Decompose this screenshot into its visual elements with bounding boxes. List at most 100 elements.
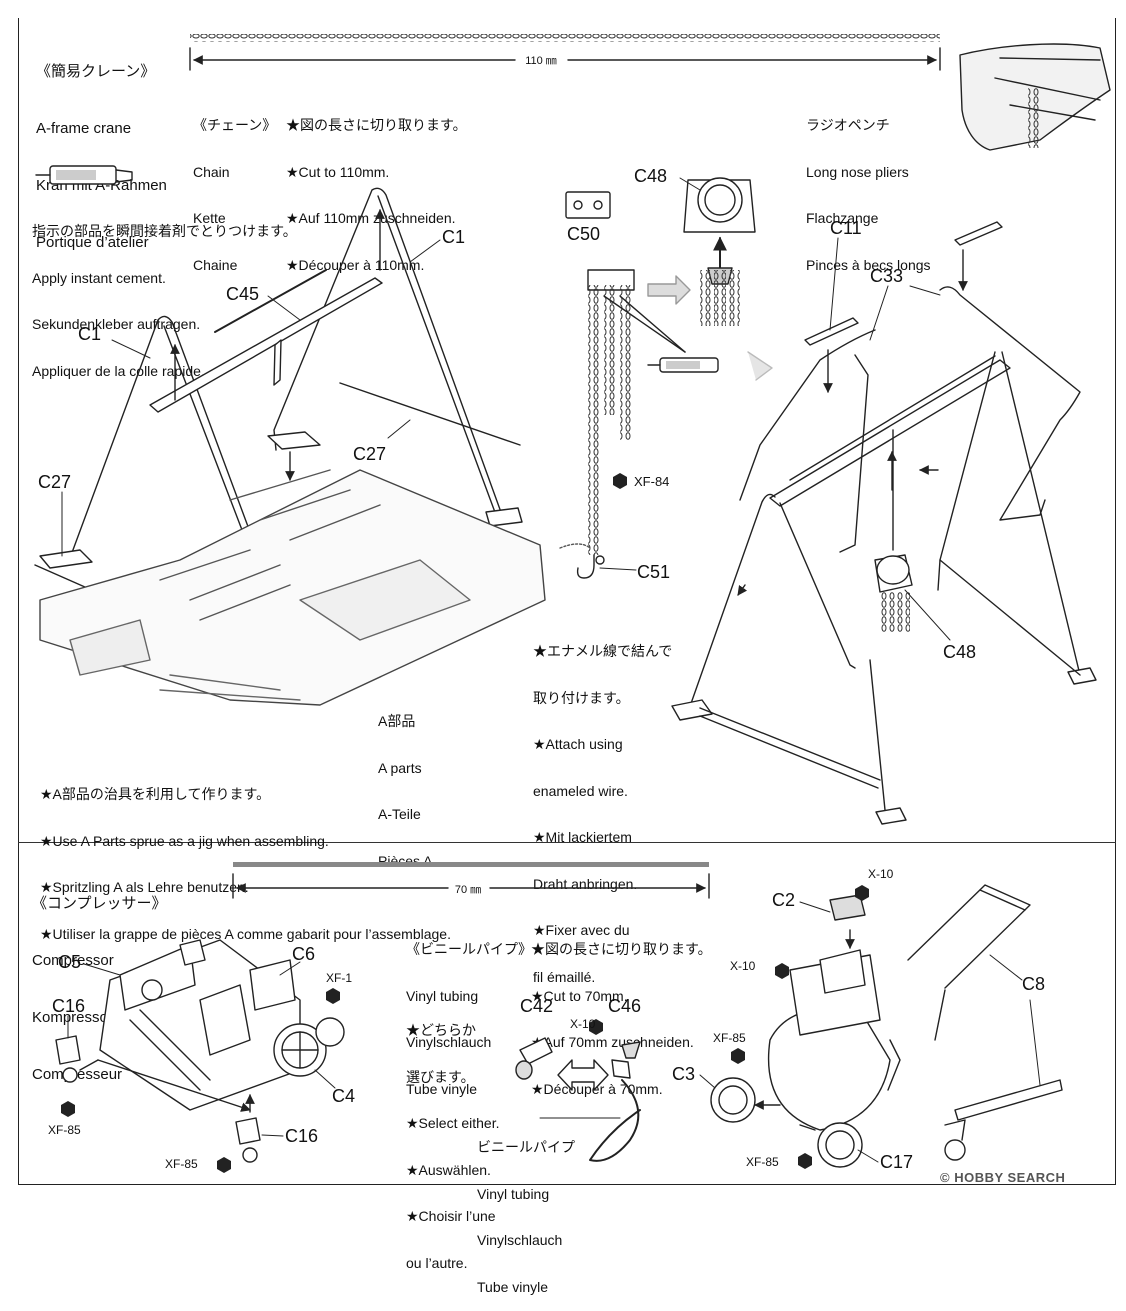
jig-fr: ★Utiliser la grappe de pièces A comme ga… xyxy=(40,925,451,942)
chain-label-en: Chain xyxy=(193,163,230,180)
wire-line-8: fil émaillé. xyxy=(533,968,596,985)
label-x10-a: X-10 xyxy=(570,1017,596,1031)
cement-de: Sekundenkleber auftragen. xyxy=(32,316,201,332)
label-c48-top: C48 xyxy=(634,166,667,186)
select-line-3: ★Select either. xyxy=(406,1115,500,1131)
x10-hex-icon-c xyxy=(775,963,789,979)
compressor-title-en: Compressor xyxy=(32,952,114,969)
x10-hex-icon-b xyxy=(855,885,869,901)
crane-title-en: A-frame crane xyxy=(36,120,132,137)
c48-top-part xyxy=(683,177,756,285)
label-x10-b: X-10 xyxy=(868,867,894,881)
section-divider xyxy=(18,842,1116,843)
chain-label-fr: Chaine xyxy=(193,256,238,273)
crane-leader-lines xyxy=(61,177,951,641)
wire-line-2: 取り付けます。 xyxy=(533,689,630,706)
jig-en: ★Use A Parts sprue as a jig when assembl… xyxy=(40,832,329,849)
label-c3: C3 xyxy=(672,1064,695,1084)
tube-label-jp: 《ビニールパイプ》 xyxy=(406,941,532,957)
chain-assembly xyxy=(559,269,719,579)
chain-dimension xyxy=(189,47,941,71)
wire-line-6: Draht anbringen. xyxy=(533,875,638,892)
tube-instr-jp: ★図の長さに切り取ります。 xyxy=(531,941,712,957)
label-c6: C6 xyxy=(292,944,315,964)
crane-title-fr: Portique d’atelier xyxy=(36,234,149,251)
compressor-title-de: Kompressor xyxy=(32,1009,113,1026)
wire-instructions: ★エナメル線で結んで 取り付けます。 ★Attach using enamele… xyxy=(533,613,672,1001)
label-c16-left: C16 xyxy=(52,996,85,1016)
label-xf85-d: XF-85 xyxy=(746,1155,779,1169)
vinyl-en: Vinyl tubing xyxy=(477,1185,550,1202)
label-c1-front: C1 xyxy=(78,324,101,344)
label-c51: C51 xyxy=(637,562,670,582)
pliers-illustration xyxy=(959,43,1111,151)
page-frame xyxy=(18,18,1116,1185)
assembly-drawing: 110 ㎜ xyxy=(34,34,1111,1173)
right-crane-drawing xyxy=(671,221,1097,825)
crane-part-labels: C1 C45 C1 C27 C27 C50 C48 C51 C11 C33 C4… xyxy=(38,166,976,662)
pliers-en: Long nose pliers xyxy=(806,163,909,180)
compressor-title: 《コンプレッサー》 Compressor Kompressor Compress… xyxy=(32,856,167,1103)
chain-instr-en: ★Cut to 110mm. xyxy=(286,163,390,180)
label-c33: C33 xyxy=(870,266,903,286)
label-c2: C2 xyxy=(772,890,795,910)
tube-length-text: 70 ㎜ xyxy=(455,884,481,896)
chain-instr-jp: ★図の長さに切り取ります。 xyxy=(286,117,467,133)
cement-instructions: 指示の部品を瞬間接着剤でとりつけます。 Apply instant cement… xyxy=(32,193,297,395)
cement-tube-icon xyxy=(35,165,133,185)
cement-fr: Appliquer de la colle rapide. xyxy=(32,362,205,379)
chain-length-text: 110 ㎜ xyxy=(525,55,557,67)
watermark: © HOBBY SEARCH xyxy=(940,1170,1066,1185)
chain-label-de: Kette xyxy=(193,210,226,226)
label-c27-left: C27 xyxy=(38,472,71,492)
a-parts-en: A parts xyxy=(378,759,422,776)
compressor-title-jp: 《コンプレッサー》 xyxy=(32,895,167,912)
label-c16-bottom: C16 xyxy=(285,1126,318,1146)
pliers-de: Flachzange xyxy=(806,210,879,226)
label-c45: C45 xyxy=(226,284,259,304)
cement-en: Apply instant cement. xyxy=(32,269,166,286)
chain-label: 《チェーン》 Chain Kette Chaine xyxy=(193,87,276,289)
label-xf85-b: XF-85 xyxy=(165,1157,198,1171)
tube-label-de: Vinylschlauch xyxy=(406,1034,492,1050)
label-c27-right: C27 xyxy=(353,444,386,464)
a-parts-de: A-Teile xyxy=(378,806,421,822)
nozzle-selection-drawing xyxy=(515,1037,641,1162)
pliers-fr: Pinces à becs longs xyxy=(806,256,931,273)
tube-label-en: Vinyl tubing xyxy=(406,987,479,1004)
tube-dimension xyxy=(232,873,710,899)
vinyl-fr: Tube vinyle xyxy=(477,1278,549,1295)
wire-line-1: ★エナメル線で結んで xyxy=(533,643,673,659)
pliers-jp: ラジオペンチ xyxy=(806,117,890,133)
select-line-2: 選びます。 xyxy=(406,1068,475,1085)
label-xf1: XF-1 xyxy=(326,971,352,985)
label-c42: C42 xyxy=(520,996,553,1016)
wire-line-3: ★Attach using xyxy=(533,736,623,752)
pliers-label: ラジオペンチ Long nose pliers Flachzange Pince… xyxy=(806,87,931,289)
label-xf85-a: XF-85 xyxy=(48,1123,81,1137)
vinyl-tube-part xyxy=(233,862,709,867)
jig-jp: ★A部品の治具を利用して作ります。 xyxy=(40,786,271,802)
compressor-part-labels: C5 C6 C16 C4 C16 C42 C46 C2 C8 C3 C17 XF… xyxy=(48,867,1045,1172)
tube-instr-en: ★Cut to 70mm. xyxy=(531,987,628,1004)
a-parts-jp: A部品 xyxy=(378,713,416,729)
xf85-hex-icon-d xyxy=(798,1153,812,1169)
label-xf84: XF-84 xyxy=(634,474,669,489)
compressor-assembled-drawing xyxy=(710,884,1063,1168)
crane-title-jp: 《簡易クレーン》 xyxy=(36,63,156,80)
compressor-leader-lines xyxy=(67,901,1041,1163)
cement-jp: 指示の部品を瞬間接着剤でとりつけます。 xyxy=(32,223,297,239)
label-c1-back: C1 xyxy=(442,227,465,247)
label-c17: C17 xyxy=(880,1152,913,1172)
label-c48-bottom: C48 xyxy=(943,642,976,662)
vinyl-jp: ビニールパイプ xyxy=(477,1139,575,1155)
wire-line-7: ★Fixer avec du xyxy=(533,922,630,938)
chain-label-jp: 《チェーン》 xyxy=(193,117,277,133)
xf85-hex-icon-b xyxy=(217,1157,231,1173)
label-c5: C5 xyxy=(58,952,81,972)
chain-part xyxy=(190,34,940,42)
wire-line-5: ★Mit lackiertem xyxy=(533,829,632,845)
wire-line-4: enameled wire. xyxy=(533,782,628,799)
tube-label: 《ビニールパイプ》 Vinyl tubing Vinylschlauch Tub… xyxy=(406,911,532,1113)
xf85-hex-icon-a xyxy=(61,1101,75,1117)
